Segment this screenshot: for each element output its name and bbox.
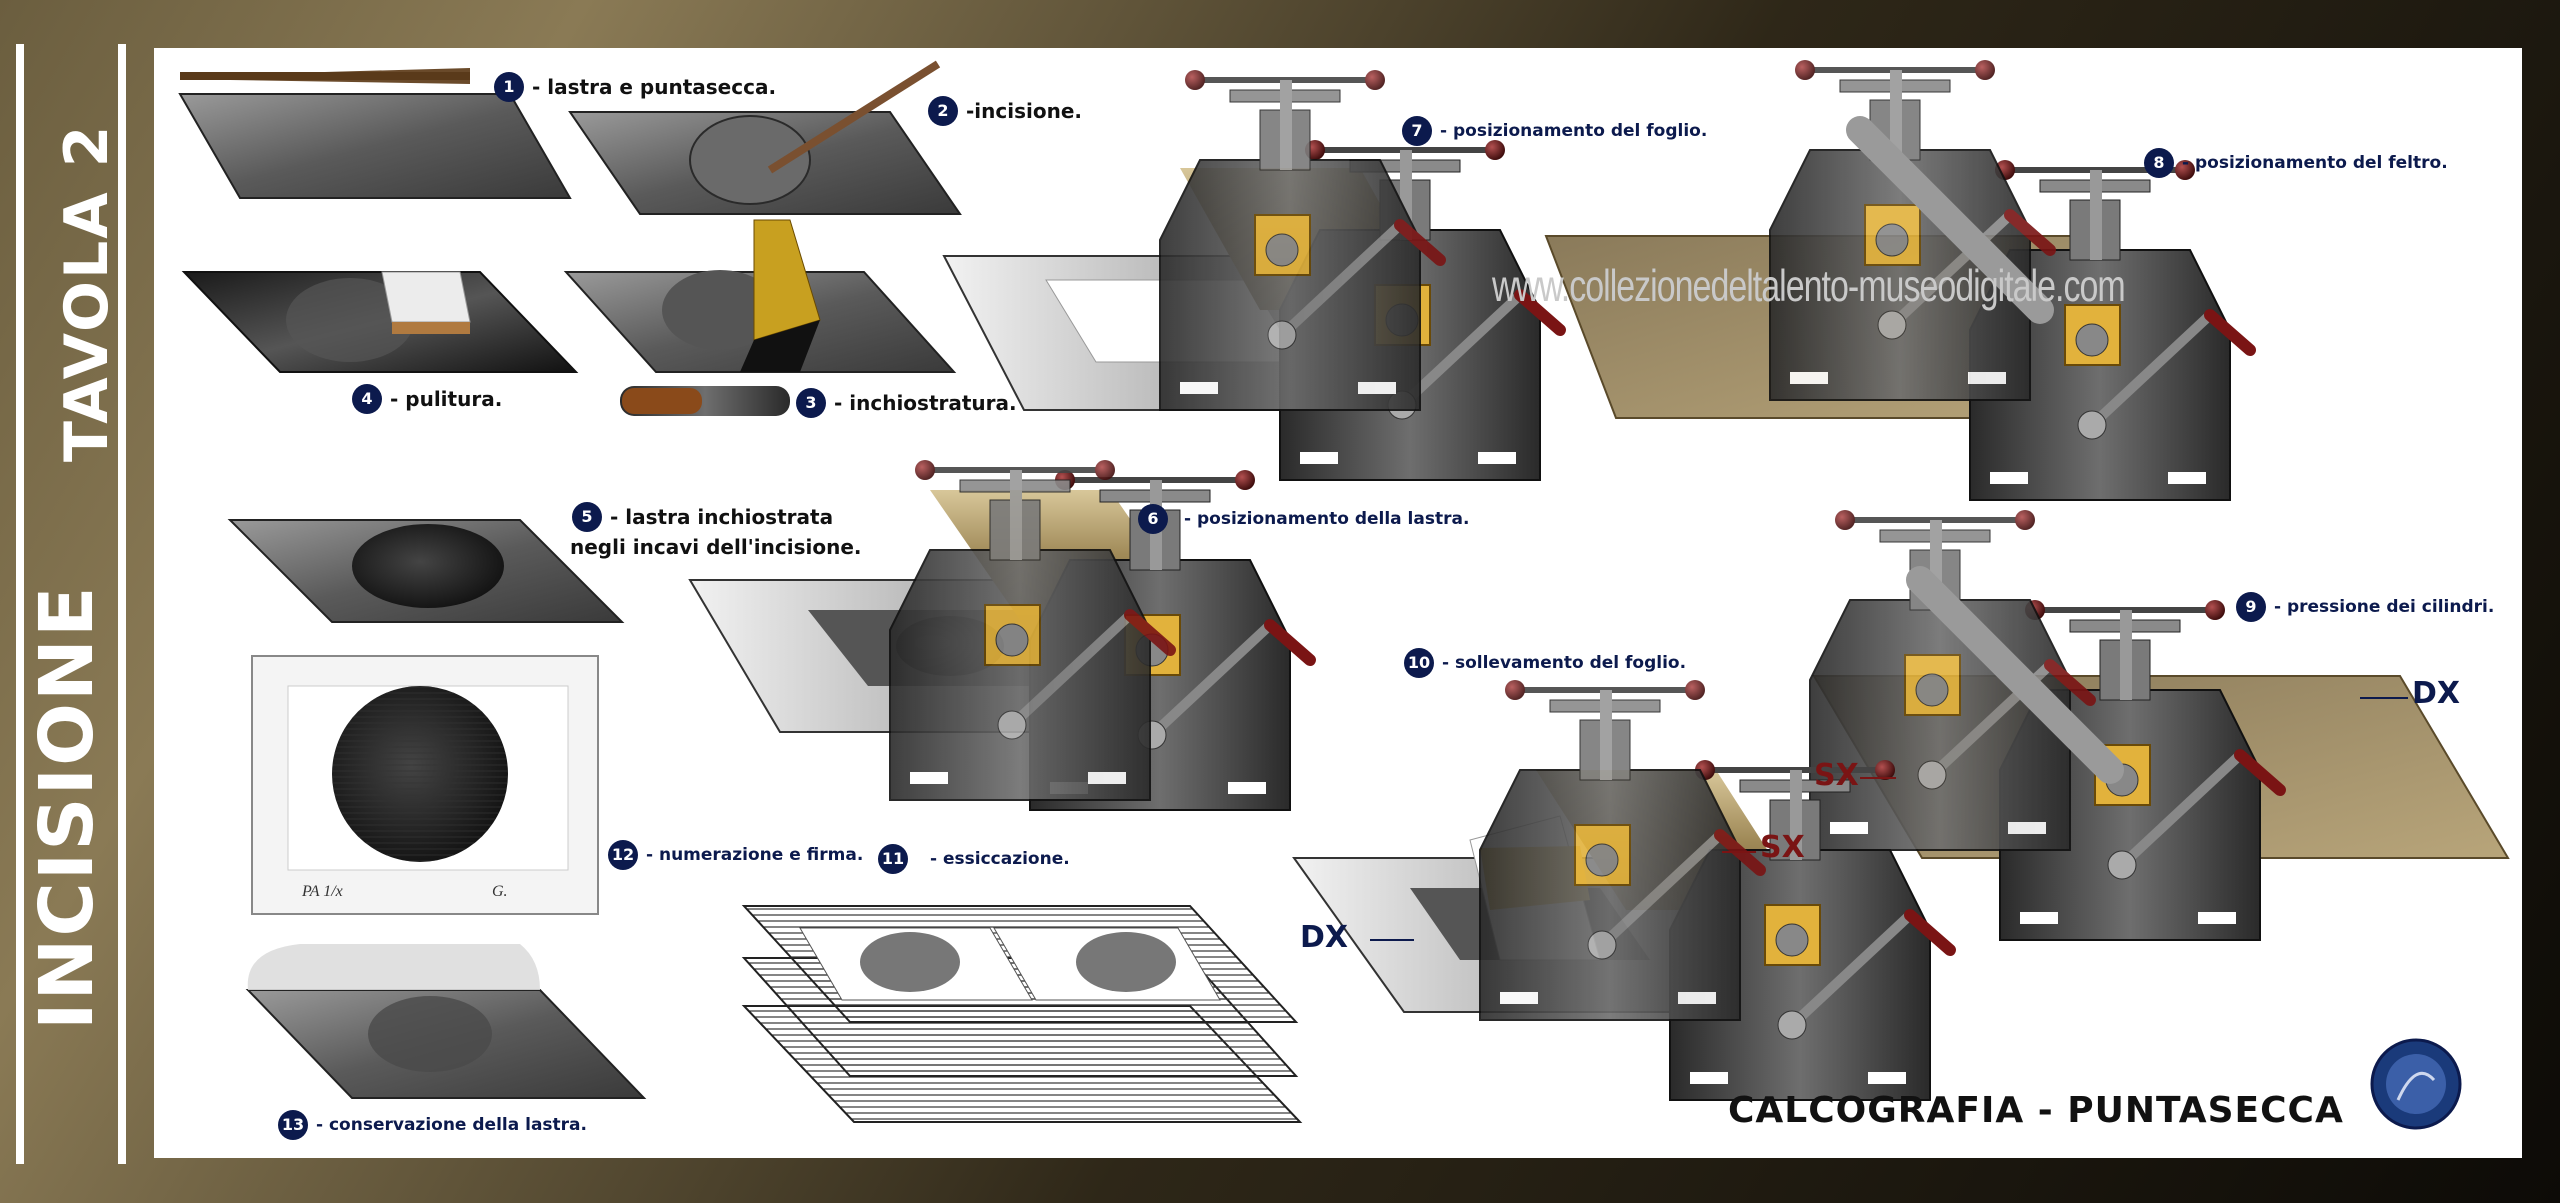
step11-illustration — [741, 905, 1303, 1123]
step-6-label: 6- posizionamento della lastra. — [1138, 504, 1469, 534]
step10-illustration — [1292, 680, 1950, 1100]
step13-illustration — [245, 944, 647, 1099]
step6-illustration — [688, 460, 1310, 810]
logo-icon — [2370, 1038, 2462, 1130]
step-11-label: 11- essiccazione. — [878, 844, 1070, 874]
step1-illustration — [178, 68, 572, 199]
dx-label-step10: DX — [1300, 920, 1349, 955]
watermark: www.collezionedeltalento-museodigitale.c… — [1492, 262, 2126, 312]
sx-label-step9: SX — [1814, 758, 1859, 793]
step-1-label: 1- lastra e puntasecca. — [494, 72, 776, 102]
dx-label-step9: DX — [2412, 676, 2461, 711]
step4-illustration — [181, 271, 579, 373]
step8-illustration — [1544, 60, 2250, 500]
step-13-label: 13- conservazione della lastra. — [278, 1110, 587, 1140]
step-9-label: 9- pressione dei cilindri. — [2236, 592, 2494, 622]
step7-illustration — [942, 70, 1560, 480]
step-10-label: 10- sollevamento del foglio. — [1404, 648, 1686, 678]
step-4-label: 4- pulitura. — [352, 384, 502, 414]
step5-illustration — [227, 519, 625, 623]
step-3-label: 3- inchiostratura. — [796, 388, 1017, 418]
step12-illustration — [251, 655, 599, 915]
signature-mark: G. — [492, 883, 508, 900]
step-8-label: 8- posizionamento del feltro. — [2144, 148, 2448, 178]
footer-title: CALCOGRAFIA - PUNTASECCA — [1728, 1090, 2344, 1131]
step-12-label: 12- numerazione e firma. — [608, 840, 863, 870]
step-7-label: 7- posizionamento del foglio. — [1402, 116, 1707, 146]
step3-illustration — [563, 219, 957, 416]
sx-label-step10: SX — [1760, 830, 1805, 865]
edition-mark: PA 1/x — [301, 883, 343, 900]
step-2-label: 2-incisione. — [928, 96, 1082, 126]
step2-illustration — [568, 60, 962, 215]
step9-illustration — [1810, 510, 2510, 940]
step-5-label: 5- lastra inchiostrata negli incavi dell… — [570, 502, 862, 560]
